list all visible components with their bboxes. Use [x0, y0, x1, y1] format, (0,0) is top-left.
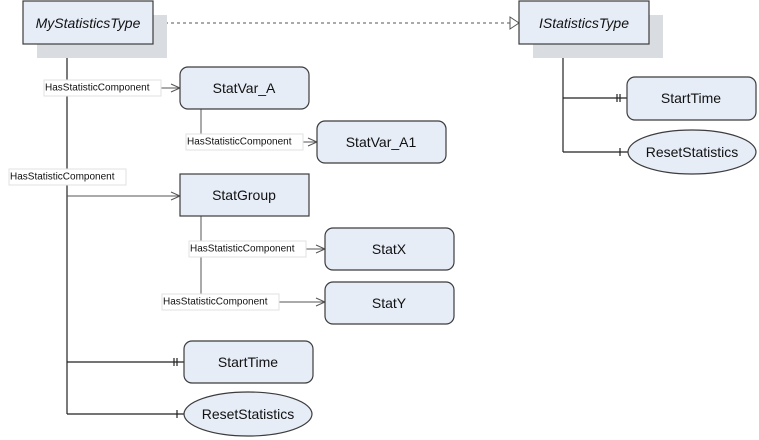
node-statgroup[interactable]: StatGroup: [179, 173, 310, 217]
label-to-statgroup: HasStatisticComponent: [8, 168, 127, 186]
reference-label: HasStatisticComponent: [10, 172, 115, 183]
node-statvar-a1[interactable]: StatVar_A1: [316, 120, 447, 164]
svg-text:MyStatisticsType: MyStatisticsType: [36, 15, 141, 31]
svg-text:StatY: StatY: [372, 295, 407, 311]
reference-label: HasStatisticComponent: [45, 83, 150, 94]
svg-text:StartTime: StartTime: [661, 90, 721, 106]
label-to-statvar-a1: HasStatisticComponent: [185, 133, 304, 151]
node-staty[interactable]: StatY: [324, 281, 455, 325]
reference-label: HasStatisticComponent: [187, 137, 292, 148]
node-interface-reset-statistics[interactable]: ResetStatistics: [627, 129, 757, 175]
node-reset-statistics[interactable]: ResetStatistics: [183, 391, 313, 437]
svg-text:StatVar_A: StatVar_A: [213, 80, 276, 96]
node-interface-starttime[interactable]: StartTime: [626, 76, 757, 121]
svg-text:ResetStatistics: ResetStatistics: [202, 406, 295, 422]
svg-text:ResetStatistics: ResetStatistics: [646, 144, 739, 160]
inheritance-arrowhead-icon: [509, 16, 520, 30]
svg-text:IStatisticsType: IStatisticsType: [539, 15, 629, 31]
node-i-statistics-type[interactable]: IStatisticsType: [518, 0, 663, 58]
svg-text:StatVar_A1: StatVar_A1: [346, 134, 417, 150]
node-statx[interactable]: StatX: [324, 227, 455, 271]
node-statvar-a[interactable]: StatVar_A: [179, 66, 310, 110]
label-to-statvar-a: HasStatisticComponent: [43, 79, 162, 97]
svg-text:StartTime: StartTime: [218, 354, 278, 370]
node-starttime[interactable]: StartTime: [183, 340, 314, 384]
label-to-staty: HasStatisticComponent: [161, 293, 280, 311]
label-to-statx: HasStatisticComponent: [188, 240, 307, 258]
reference-label: HasStatisticComponent: [163, 297, 268, 308]
connectors: [66, 16, 628, 418]
node-my-statistics-type[interactable]: MyStatisticsType: [22, 0, 167, 58]
reference-label: HasStatisticComponent: [190, 244, 295, 255]
svg-text:StatGroup: StatGroup: [212, 187, 276, 203]
svg-text:StatX: StatX: [372, 241, 407, 257]
